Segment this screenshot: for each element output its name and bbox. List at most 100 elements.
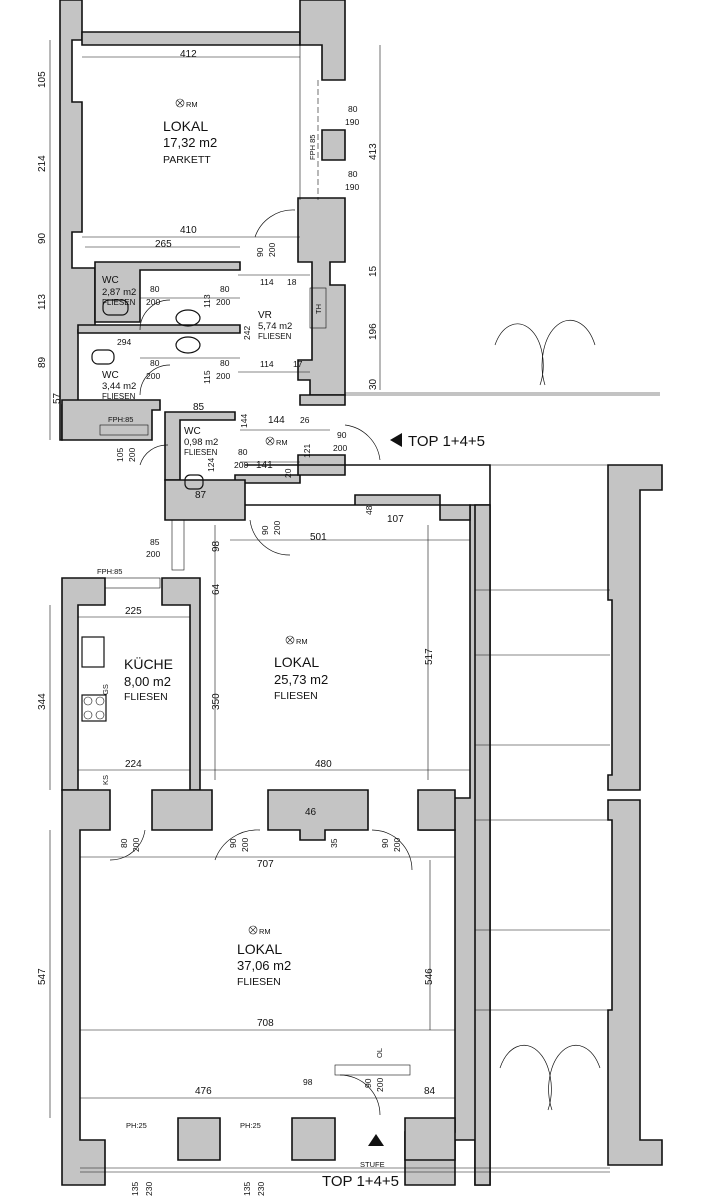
room-wc1-floor: FLIESEN: [102, 298, 136, 307]
rm-marker-lokal1: RM: [175, 98, 198, 109]
dim-501: 501: [310, 532, 327, 543]
dim-84: 84: [424, 1086, 436, 1097]
wall-wc-block: [94, 261, 241, 323]
dim-win-190b: 190: [345, 182, 359, 192]
dim-right-196: 196: [368, 323, 379, 340]
wall-right-pier: [321, 129, 346, 161]
dim-90l: 90: [228, 838, 238, 848]
arrow-left-icon: [390, 433, 402, 447]
dim-87: 87: [195, 490, 207, 501]
room-wc3-area: 0,98 m2: [184, 437, 218, 448]
wall-bottom-pier-1: [177, 1117, 221, 1161]
dim-200c: 200: [272, 521, 282, 535]
tag-fph85-a: FPH 85: [308, 135, 317, 160]
dim-350: 350: [211, 693, 222, 710]
dim-708: 708: [257, 1018, 274, 1029]
room-wc3-name: WC: [184, 426, 201, 437]
dim-bottom-135b: 135: [242, 1182, 252, 1196]
dim-476: 476: [195, 1086, 212, 1097]
room-wc1-name: WC: [102, 275, 119, 286]
door-swing-lokal3-left: [214, 829, 261, 861]
wall-pier-a: [151, 789, 213, 831]
svg-text:RM: RM: [186, 100, 198, 109]
door-swing-lokal3-right: [371, 829, 413, 871]
dimensions: 412 410 265 105 214 90 113 89 57 413 15 …: [37, 49, 436, 1196]
wall-neighbour-c: [474, 504, 491, 1186]
dim-200k: 200: [131, 838, 141, 852]
arrow-up-icon: [368, 1134, 384, 1146]
stove-burner: [95, 696, 105, 706]
dim-200b: 200: [146, 549, 160, 559]
dim-105: 105: [115, 448, 125, 462]
dim-121: 121: [302, 444, 312, 458]
wall-pier-c: [417, 789, 456, 831]
dim-80k: 80: [119, 838, 129, 848]
room-kueche-area: 8,00 m2: [124, 674, 171, 689]
room-lokal1-name: LOKAL: [163, 118, 208, 134]
tag-gs: GS: [101, 684, 110, 695]
stove-burner: [83, 710, 93, 720]
wall-vr-bottom: [299, 394, 346, 406]
dim-left-113: 113: [37, 294, 48, 310]
svg-text:RM: RM: [296, 637, 308, 646]
room-lokal2-name: LOKAL: [274, 654, 319, 670]
dim-wc3-200: 200: [234, 460, 248, 470]
dim-wc2-80b: 80: [220, 358, 230, 368]
dim-144b: 144: [268, 415, 285, 426]
stove-burner: [95, 710, 105, 720]
dim-64: 64: [211, 583, 222, 595]
wall-left-lower: [61, 789, 111, 1186]
dim-wc1-200b: 200: [216, 297, 230, 307]
room-wc2-name: WC: [102, 370, 119, 381]
dim-wc1-113: 113: [202, 294, 212, 308]
tag-ol: OL: [375, 1048, 384, 1058]
wall-neighbour-a: [607, 464, 663, 791]
tag-th: TH: [314, 304, 323, 314]
dim-344: 344: [37, 693, 48, 710]
window-fph-b: [99, 424, 149, 436]
door-swing-wc2: [139, 364, 171, 396]
stove-burner: [83, 696, 93, 706]
dim-vr-114a: 114: [260, 277, 274, 287]
wall-bottom-pier-3: [404, 1117, 456, 1161]
dim-bottom-135a: 135: [130, 1182, 140, 1196]
room-wc2-floor: FLIESEN: [102, 392, 136, 401]
dim-98: 98: [211, 540, 222, 552]
dim-wc1-80b: 80: [220, 284, 230, 294]
room-lokal2-floor: FLIESEN: [274, 690, 318, 702]
door-swing-courtyard-2: [541, 319, 596, 386]
room-vr-floor: FLIESEN: [258, 332, 292, 341]
door-swing-corridor: [139, 444, 169, 466]
dim-vr-18: 18: [287, 277, 297, 287]
room-lokal3-area: 37,06 m2: [237, 958, 291, 973]
dim-win-80a: 80: [348, 104, 358, 114]
dim-win-80b: 80: [348, 169, 358, 179]
wall-lokal2-top: [245, 494, 471, 521]
toilet-wc2: [91, 349, 115, 365]
door-swings: [109, 209, 601, 1116]
room-lokal1-area: 17,32 m2: [163, 135, 217, 150]
wall-top-lokal1: [81, 31, 301, 46]
dim-left-90: 90: [37, 232, 48, 244]
room-labels: LOKAL 17,32 m2 PARKETT WC 2,87 m2 FLIESE…: [102, 118, 328, 988]
dim-85b: 85: [150, 537, 160, 547]
room-lokal3-name: LOKAL: [237, 941, 282, 957]
wall-bottom-pier-2: [291, 1117, 336, 1161]
window-fph-c: [104, 577, 161, 589]
dim-547: 547: [37, 968, 48, 985]
dim-bottom-230b: 230: [256, 1182, 266, 1196]
dim-90e: 90: [363, 1078, 373, 1088]
wall-neighbour-b: [607, 799, 663, 1166]
dim-200w: 200: [127, 448, 137, 462]
kitchen-sink: [81, 636, 105, 668]
door-swing-street-2: [548, 1044, 601, 1111]
wall-wc-bottom: [61, 399, 161, 441]
dim-right-30: 30: [368, 378, 379, 390]
wall-wc-mid: [77, 324, 241, 334]
dim-224: 224: [125, 759, 142, 770]
dim-bottom-230a: 230: [144, 1182, 154, 1196]
room-kueche-floor: FLIESEN: [124, 691, 168, 703]
room-lokal2-area: 25,73 m2: [274, 672, 328, 687]
toilet-wc1: [102, 299, 129, 316]
